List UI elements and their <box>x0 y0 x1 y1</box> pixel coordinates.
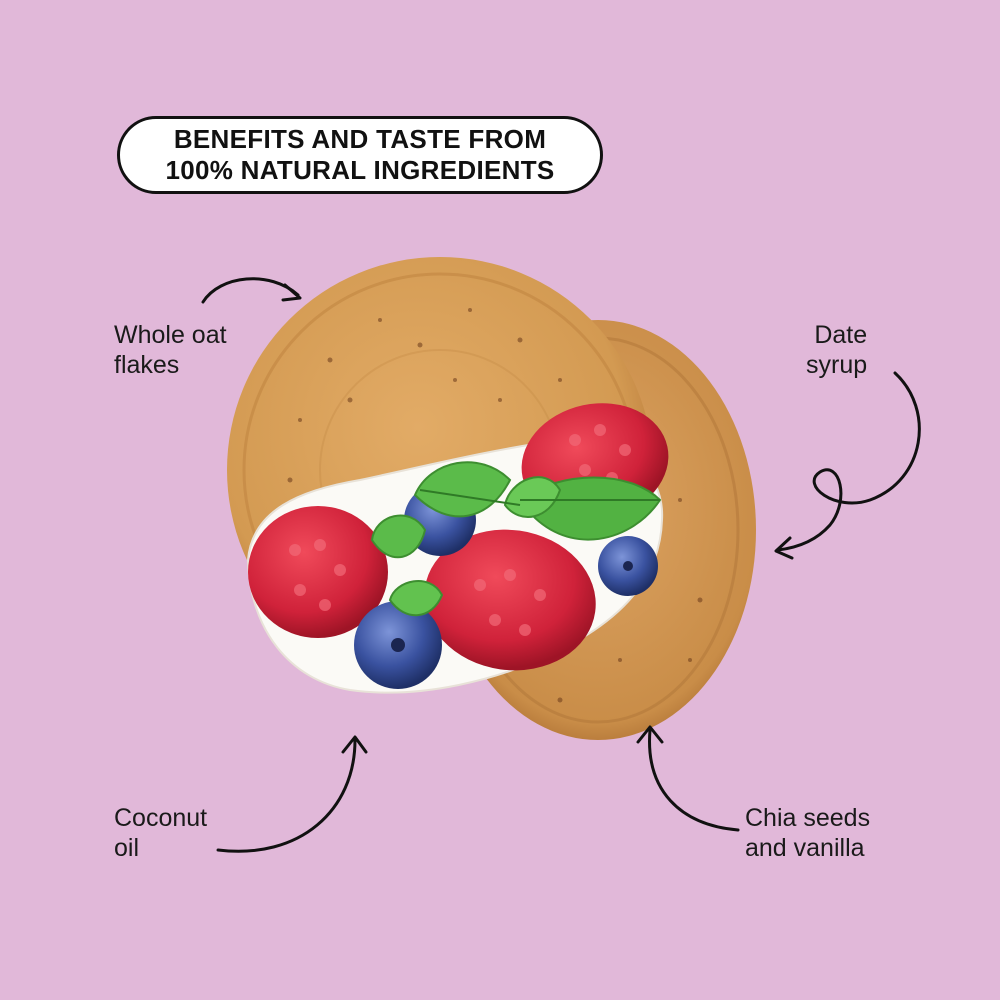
ingredient-oat-line-1: Whole oat <box>114 321 227 349</box>
headline-line-2: 100% NATURAL INGREDIENTS <box>165 155 555 185</box>
headline-line-1: BENEFITS AND TASTE FROM <box>173 124 547 154</box>
ingredient-date-line-2: syrup <box>806 351 868 379</box>
ingredient-chia-line-2: and vanilla <box>745 834 865 862</box>
arrow-from-coconut-oil-icon <box>216 735 368 853</box>
headline-badge: BENEFITS AND TASTE FROM 100% NATURAL ING… <box>117 116 603 194</box>
ingredient-date-line-1: Date <box>814 321 868 349</box>
arrow-from-chia-seeds-icon <box>636 725 740 832</box>
ingredient-coconut-line-1: Coconut <box>114 804 208 832</box>
ingredient-label-oat: Whole oat flakes <box>114 320 227 380</box>
ingredient-label-chia: Chia seeds and vanilla <box>745 803 870 863</box>
ingredient-coconut-line-2: oil <box>114 834 140 862</box>
arrow-from-date-syrup-icon <box>774 371 921 560</box>
arrow-to-cookie-top-icon <box>201 277 302 304</box>
ingredient-oat-line-2: flakes <box>114 351 180 379</box>
ingredient-label-date: Date syrup <box>806 320 867 380</box>
ingredient-label-coconut: Coconut oil <box>114 803 207 863</box>
ingredient-chia-line-1: Chia seeds <box>745 804 871 832</box>
mint-leaves <box>370 461 662 617</box>
